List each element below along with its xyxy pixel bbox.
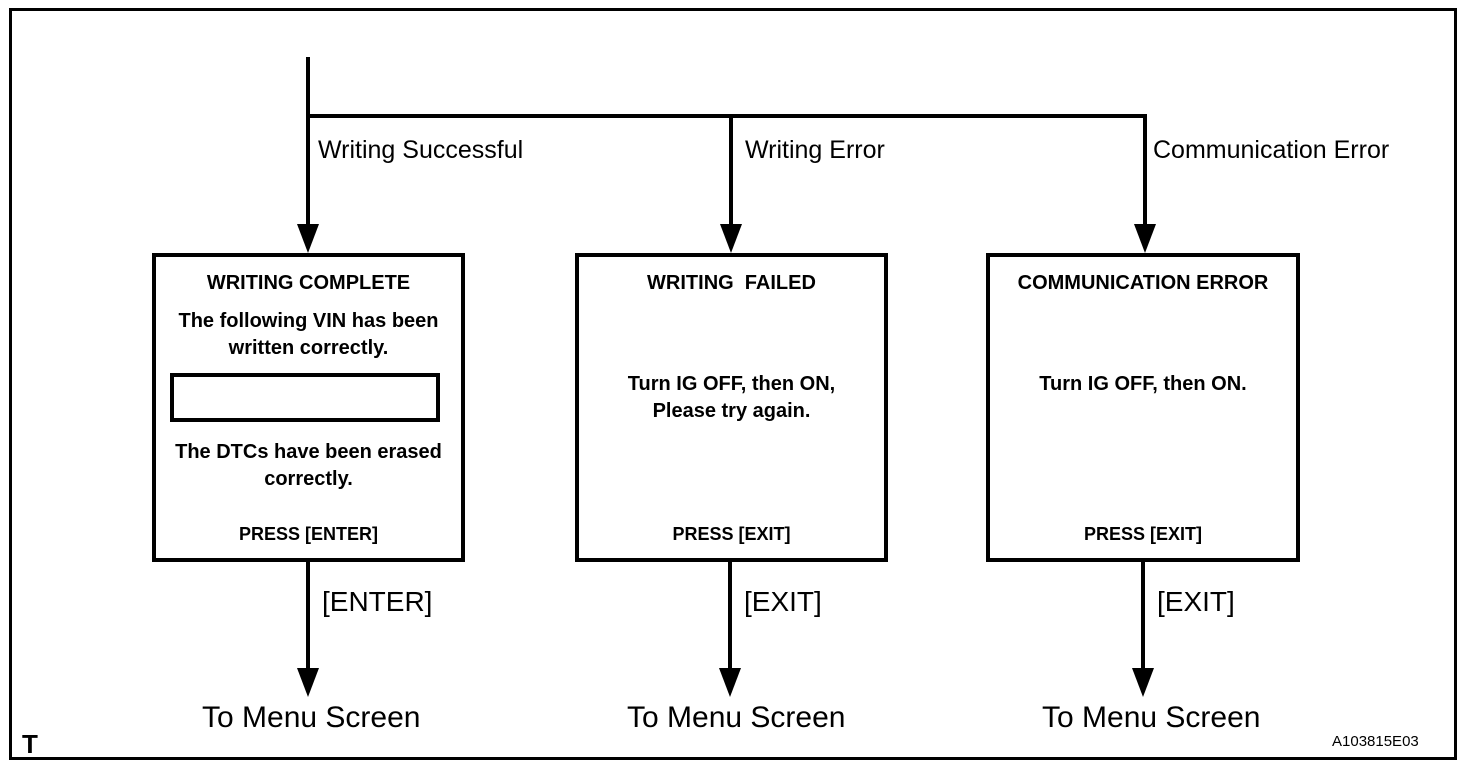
branch3-arrowhead-icon [1134,224,1156,253]
branch2-key-label: [EXIT] [744,586,822,617]
figure-reference-code: A103815E03 [1332,733,1419,750]
branch2-screen-message: Turn IG OFF, then ON, Please try again. [627,373,836,422]
branch3-press-instruction: PRESS [EXIT] [1083,524,1203,544]
branch2-destination-label: To Menu Screen [627,701,846,734]
branch2-press-instruction: PRESS [EXIT] [672,524,791,544]
branch3-screen-message: Turn IG OFF, then ON. [1039,373,1247,395]
branch3-key-label: [EXIT] [1157,586,1235,617]
figure-border [9,8,1457,760]
branch1-condition-label: Writing Successful [318,136,524,164]
branch1-key-label: [ENTER] [322,586,433,617]
branch2-screen-box: WRITING FAILED Turn IG OFF, then ON, Ple… [575,253,888,562]
branch1-exit-arrowhead-icon [297,668,319,697]
branch2-exit-line [728,562,732,670]
branch3-destination-label: To Menu Screen [1042,701,1261,734]
branch1-press-instruction: PRESS [ENTER] [238,524,379,544]
incoming-stem-line [306,57,310,118]
branch1-screen-box: WRITING COMPLETE The following VIN has b… [152,253,465,562]
branch3-screen-title: COMMUNICATION ERROR [1017,272,1269,294]
branch3-screen-box: COMMUNICATION ERROR Turn IG OFF, then ON… [986,253,1300,562]
branch1-screen-message-bottom: The DTCs have been erased correctly. [175,441,442,490]
distribution-line [306,114,1147,118]
branch3-exit-arrowhead-icon [1132,668,1154,697]
branch2-arrowhead-icon [720,224,742,253]
branch1-vin-field [170,373,440,422]
branch1-destination-label: To Menu Screen [202,701,421,734]
branch1-screen-title: WRITING COMPLETE [206,272,411,294]
figure-corner-label: T [22,729,38,759]
branch2-screen-title: WRITING FAILED [647,272,816,294]
branch3-condition-label: Communication Error [1153,136,1390,164]
branch3-exit-line [1141,562,1145,670]
branch2-drop-line [729,114,733,226]
branch3-drop-line [1143,114,1147,226]
branch1-screen-message-top: The following VIN has been written corre… [178,310,439,359]
branch2-exit-arrowhead-icon [719,668,741,697]
branch1-arrowhead-icon [297,224,319,253]
branch1-exit-line [306,562,310,670]
branch2-condition-label: Writing Error [745,136,885,164]
branch1-drop-line [306,114,310,226]
